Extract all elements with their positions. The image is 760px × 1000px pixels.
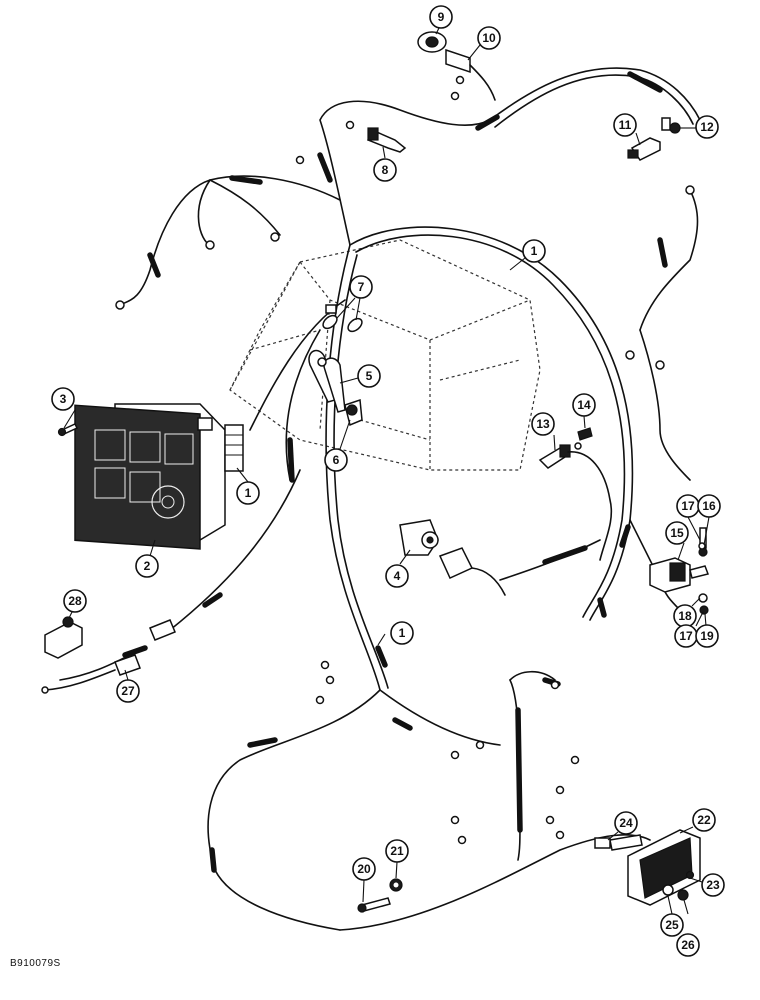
callout-leaders: [63, 23, 710, 915]
callout-3: 3: [51, 387, 75, 411]
switch-11: [627, 117, 681, 161]
callout-1-lower-label: 1: [399, 626, 406, 640]
callout-26: 26: [676, 933, 700, 957]
callout-14-label: 14: [577, 398, 591, 412]
callout-17-lower: 17: [674, 624, 698, 648]
screw-3: [57, 423, 79, 437]
callout-10: 10: [477, 26, 501, 50]
callout-1-lower: 1: [390, 621, 414, 645]
callout-18-label: 18: [678, 609, 692, 623]
relay-15: [649, 527, 709, 615]
callout-26-label: 26: [681, 938, 695, 952]
callout-22: 22: [692, 808, 716, 832]
callout-12-label: 12: [700, 120, 714, 134]
callout-13-label: 13: [536, 417, 550, 431]
callout-4-label: 4: [394, 569, 401, 583]
callout-2: 2: [135, 554, 159, 578]
callout-4: 4: [385, 564, 409, 588]
callout-24: 24: [614, 811, 638, 835]
bolt-20-nut-21: [357, 878, 403, 913]
callout-15-label: 15: [670, 526, 684, 540]
callout-28-label: 28: [68, 594, 82, 608]
callout-9-label: 9: [438, 10, 445, 24]
callout-17-upper: 17: [676, 494, 700, 518]
callout-13: 13: [531, 412, 555, 436]
cluster-connector: [197, 417, 244, 472]
callout-5-label: 5: [366, 369, 373, 383]
callout-25-label: 25: [665, 918, 679, 932]
callout-7-label: 7: [358, 280, 365, 294]
callout-2-label: 2: [144, 559, 151, 573]
callout-15: 15: [665, 521, 689, 545]
light-sockets: [322, 304, 363, 333]
callout-23-label: 23: [706, 878, 720, 892]
callout-19-label: 19: [700, 629, 714, 643]
figure-code: B910079S: [10, 958, 61, 969]
callout-7: 7: [349, 275, 373, 299]
callout-28: 28: [63, 589, 87, 613]
callout-20-label: 20: [357, 862, 371, 876]
callout-27: 27: [116, 679, 140, 703]
callout-21: 21: [385, 839, 409, 863]
ring-terminals: [115, 75, 695, 845]
callout-16: 16: [697, 494, 721, 518]
callout-5: 5: [357, 364, 381, 388]
callout-9: 9: [429, 5, 453, 29]
callout-1-cluster: 1: [236, 481, 260, 505]
callout-11-label: 11: [619, 118, 632, 132]
callout-20: 20: [352, 857, 376, 881]
callout-19: 19: [695, 624, 719, 648]
callout-24-label: 24: [619, 816, 633, 830]
callout-18: 18: [673, 604, 697, 628]
callout-25: 25: [660, 913, 684, 937]
callout-22-label: 22: [697, 813, 711, 827]
sender-8: [367, 127, 407, 153]
callout-17-upper-label: 17: [681, 499, 695, 513]
callout-6-label: 6: [333, 453, 340, 467]
relay-22: [594, 829, 701, 906]
callout-8: 8: [373, 158, 397, 182]
callout-12: 12: [695, 115, 719, 139]
dash-console-outline: [229, 239, 541, 471]
callout-14: 14: [572, 393, 596, 417]
horn-assembly: [417, 31, 496, 101]
callout-8-label: 8: [382, 163, 389, 177]
callout-1-upper-label: 1: [531, 244, 538, 258]
callout-1-cluster-label: 1: [245, 486, 252, 500]
switch-13: [538, 427, 613, 561]
key-switch: [399, 519, 506, 596]
callout-1-upper: 1: [522, 239, 546, 263]
callout-21-label: 21: [390, 844, 404, 858]
ignition-keys: [308, 349, 363, 427]
instrument-cluster: [74, 403, 226, 550]
callout-10-label: 10: [482, 31, 496, 45]
switch-28: [41, 616, 176, 694]
callout-27-label: 27: [121, 684, 135, 698]
callout-3-label: 3: [60, 392, 67, 406]
callout-17-lower-label: 17: [679, 629, 693, 643]
callout-11: 11: [613, 113, 637, 137]
callout-23: 23: [701, 873, 725, 897]
callout-6: 6: [324, 448, 348, 472]
callout-16-label: 16: [702, 499, 716, 513]
